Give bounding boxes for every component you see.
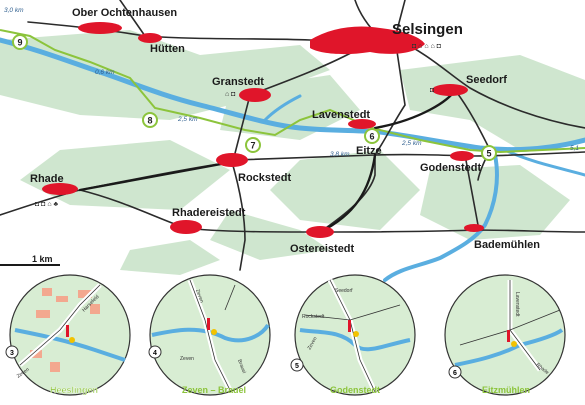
hutten-town [138,33,162,43]
inset-4[interactable]: 4 Zeven Brauel Zeven Zeven – Brauel [148,274,271,396]
svg-text:7: 7 [250,141,255,151]
label-rhade: Rhade [30,173,64,185]
svg-text:Seedorf: Seedorf [335,288,353,294]
selsingen-town [310,26,425,55]
cycle-route [0,29,585,154]
station-9-marker[interactable]: 9 [12,34,28,50]
svg-text:2,5 km: 2,5 km [401,140,422,147]
svg-text:6: 6 [453,370,457,377]
svg-text:Brauel: Brauel [236,359,247,375]
svg-text:5: 5 [295,363,299,370]
svg-text:5,1: 5,1 [570,145,579,152]
distance-labels: 3,0 km 0,6 km 2,5 km 3,8 km 2,5 km 5,1 [4,7,579,158]
seedorf-town [432,84,468,96]
rhade-town [42,183,78,195]
selsingen-facility-icons: ◘ ⌂ ⌂ ⌂ ◘ [412,43,441,50]
rhadereistedt-town [170,220,202,234]
station-5-marker[interactable]: 5 [481,145,497,161]
ober-ochtenhausen-town [78,22,122,34]
godenstedt-town [450,151,474,161]
rhade-facility-icons: ◘ ◘ ⌂ ♣ [35,201,59,208]
label-hutten: Hütten [150,43,185,55]
label-eitze: Eitze [356,145,382,157]
svg-text:3: 3 [10,350,14,357]
svg-text:3,0 km: 3,0 km [4,7,24,14]
seedorf-facility-icons: ◘ [430,87,434,94]
svg-text:Godenstedt: Godenstedt [330,385,380,395]
label-ober-ochtenhausen: Ober Ochtenhausen [72,7,177,19]
inset-circles: 3 Zeven Harsefeld Heeslingen 4 Zeven Bra… [5,274,566,396]
label-granstedt: Granstedt [212,76,264,88]
svg-text:Zeven: Zeven [194,289,204,304]
town-labels: Ober Ochtenhausen Selsingen Hütten Grans… [30,7,540,255]
river-network [0,37,585,282]
label-godenstedt: Godenstedt [420,162,481,174]
label-ostereistedt: Ostereistedt [290,243,355,255]
label-bademuhlen: Bademühlen [474,239,540,251]
svg-text:9: 9 [17,38,22,48]
svg-text:2,5 km: 2,5 km [177,116,198,123]
granstedt-town [239,88,271,102]
label-rhadereistedt: Rhadereistedt [172,207,246,219]
svg-text:Eitzmühlen: Eitzmühlen [482,385,530,395]
lavenstedt-town [348,119,376,129]
station-8-marker[interactable]: 8 [142,112,158,128]
label-selsingen: Selsingen [392,21,463,38]
inset-3[interactable]: 3 Zeven Harsefeld Heeslingen [5,274,131,396]
svg-text:6: 6 [369,132,374,142]
svg-text:4: 4 [153,350,157,357]
town-areas [42,22,484,238]
rockstedt-town [216,153,248,167]
inset-5[interactable]: 5 Seedorf Zeven Rockstedt Godenstedt [290,274,416,396]
station-markers: 9 8 7 6 5 [12,34,497,161]
svg-text:1 km: 1 km [32,254,53,264]
svg-text:Zeven: Zeven [180,356,194,362]
svg-text:Lavenstedt: Lavenstedt [514,292,520,317]
granstedt-facility-icons: ⌂ ◘ [225,91,235,98]
svg-text:Heeslingen: Heeslingen [50,385,98,395]
svg-text:Rockstedt: Rockstedt [302,314,325,320]
station-7-marker[interactable]: 7 [245,137,261,153]
inset-6[interactable]: 6 Lavenstedt Rhade Eitzmühlen [444,274,566,396]
bademuhlen-town [464,224,484,232]
svg-text:Zeven – Brauel: Zeven – Brauel [182,385,246,395]
label-seedorf: Seedorf [466,74,507,86]
label-rockstedt: Rockstedt [238,172,292,184]
scale-bar: 1 km [0,254,60,266]
ostereistedt-town [306,226,334,238]
svg-text:5: 5 [486,149,491,159]
label-lavenstedt: Lavenstedt [312,109,370,121]
svg-text:3,8 km: 3,8 km [330,151,350,158]
svg-text:0,6 km: 0,6 km [95,69,115,76]
svg-text:8: 8 [147,116,152,126]
station-6-marker[interactable]: 6 [364,128,380,144]
facility-icons: ◘ ⌂ ⌂ ⌂ ◘ ⌂ ◘ ◘ ◘ ◘ ⌂ ♣ [35,43,441,208]
